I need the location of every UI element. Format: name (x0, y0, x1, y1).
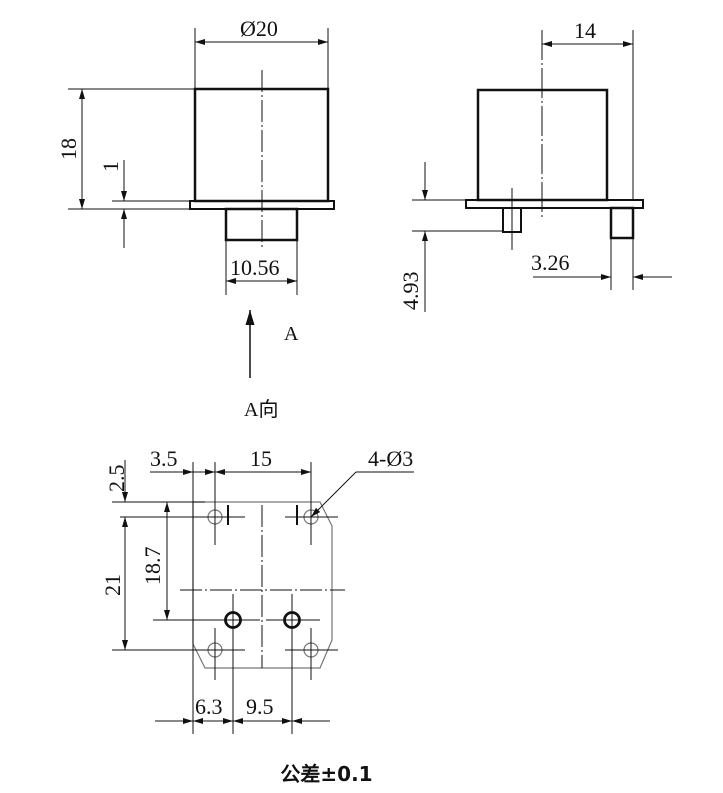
pin-spacing-label: 9.5 (246, 694, 274, 719)
bottom-view (112, 460, 414, 734)
hole-spacing-label: 15 (250, 446, 272, 471)
side-width-label: 14 (574, 18, 596, 43)
view-title: A向 (244, 398, 278, 421)
top-offset-label: 2.5 (104, 465, 129, 493)
height-label: 18 (56, 138, 81, 160)
pin-offset-label: 3.26 (531, 250, 570, 275)
pin-offset-bottom-label: 6.3 (195, 694, 223, 719)
tolerance-note-text: 公差±0.1 (280, 762, 373, 786)
diameter-label: Ø20 (240, 16, 278, 41)
side-view (412, 30, 672, 312)
hole-row-label: 21 (100, 574, 125, 596)
tolerance-note: 公差±0.1 (0, 758, 723, 787)
front-view (68, 28, 335, 295)
view-arrow-label: A (284, 323, 299, 345)
hole-callout-label: 4-Ø3 (368, 446, 413, 471)
pin-length-label: 4.93 (398, 272, 423, 311)
left-offset-label: 3.5 (150, 446, 178, 471)
boss-width-label: 10.56 (230, 255, 280, 280)
pin-row-label: 18.7 (140, 547, 165, 586)
flange-thickness-label: 1 (98, 161, 123, 172)
